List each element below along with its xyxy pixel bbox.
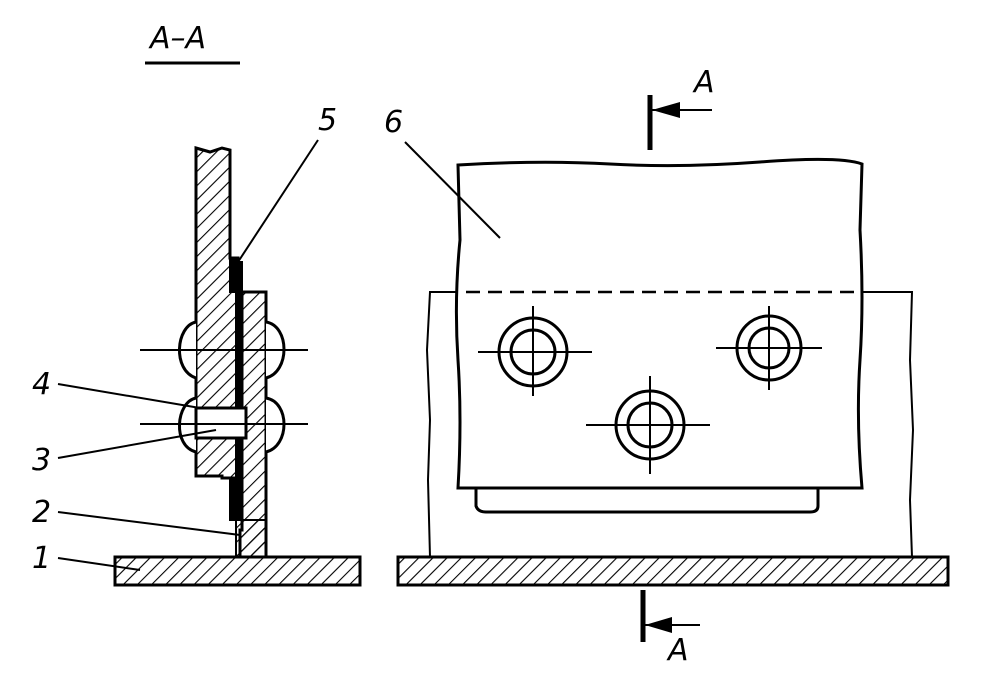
gasket-strip-front [474,488,820,514]
base-plate-section [113,555,362,587]
rivet-front-left [478,306,592,396]
leader-4 [57,383,201,409]
section-view: A–A 5 4 3 2 1 [32,21,362,587]
leader-2 [57,511,241,536]
leader-3 [57,429,217,459]
callout-1: 1 [32,541,51,576]
callout-4: 4 [32,367,51,402]
part-6-front [454,157,864,490]
bracket-2-foot [235,519,267,558]
leader-1 [57,557,141,571]
callout-3: 3 [32,443,51,478]
section-marker-top: A [647,65,715,150]
callout-2: 2 [32,495,51,530]
section-marker-top-label: A [692,65,715,100]
base-plate-front [396,555,950,587]
leader-6 [404,141,501,239]
rivet-front-bottom [586,376,710,474]
rivet-front-right [716,306,822,390]
callout-6: 6 [384,105,403,140]
front-view: 6 A A [384,65,950,668]
leader-5 [237,139,319,263]
callout-5: 5 [318,103,337,138]
section-marker-bottom-label: A [666,633,689,668]
section-marker-bottom: A [640,590,700,668]
section-title: A–A [148,21,206,56]
